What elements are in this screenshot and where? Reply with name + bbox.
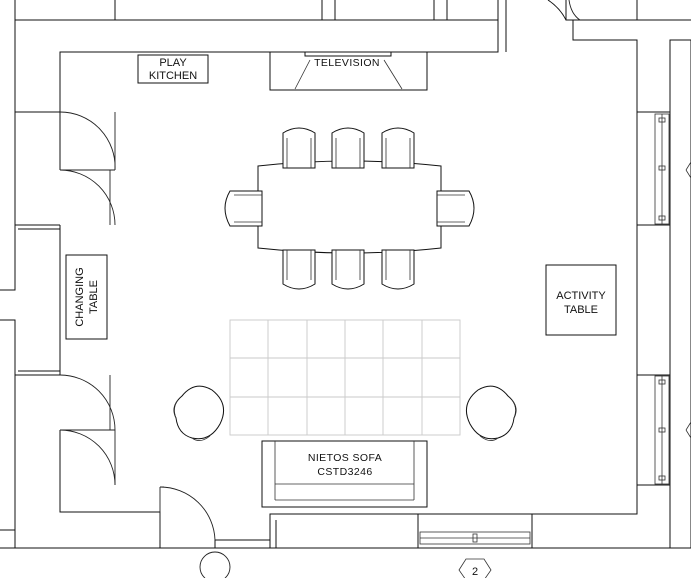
section-marker-label: 2 [472, 566, 478, 578]
rug [229, 319, 461, 436]
television-label: TELEVISION [314, 57, 380, 69]
changing-table: CHANGING TABLE [65, 254, 108, 340]
sofa: NIETOS SOFA CSTD3246 [261, 440, 428, 508]
dining-table [257, 160, 442, 254]
chairs-top [282, 127, 415, 169]
walls [0, 0, 691, 549]
activity-table: ACTIVITY TABLE [545, 264, 617, 336]
television-cabinet: TELEVISION [269, 51, 428, 91]
activity-table-label-line1: ACTIVITY [556, 290, 606, 302]
lounge-chair-right [465, 385, 517, 440]
sofa-label-line1: NIETOS SOFA [308, 452, 382, 464]
windows [419, 113, 691, 545]
chairs-ends [224, 190, 475, 227]
sofa-label-line2: CSTD3246 [317, 466, 372, 478]
play-kitchen: PLAY KITCHEN [137, 54, 209, 84]
play-kitchen-label-line2: KITCHEN [149, 70, 197, 82]
play-kitchen-label-line1: PLAY [159, 57, 187, 69]
lounge-chairs [173, 385, 517, 441]
section-marker: 2 [458, 558, 492, 578]
lounge-chair-left [173, 385, 225, 440]
activity-table-label-line2: TABLE [564, 304, 598, 316]
doors [59, 0, 581, 578]
changing-table-label-line1: CHANGING [74, 267, 86, 326]
changing-table-label-line2: TABLE [88, 280, 100, 314]
chairs-bottom [282, 249, 415, 290]
dining-table-set [224, 127, 475, 290]
